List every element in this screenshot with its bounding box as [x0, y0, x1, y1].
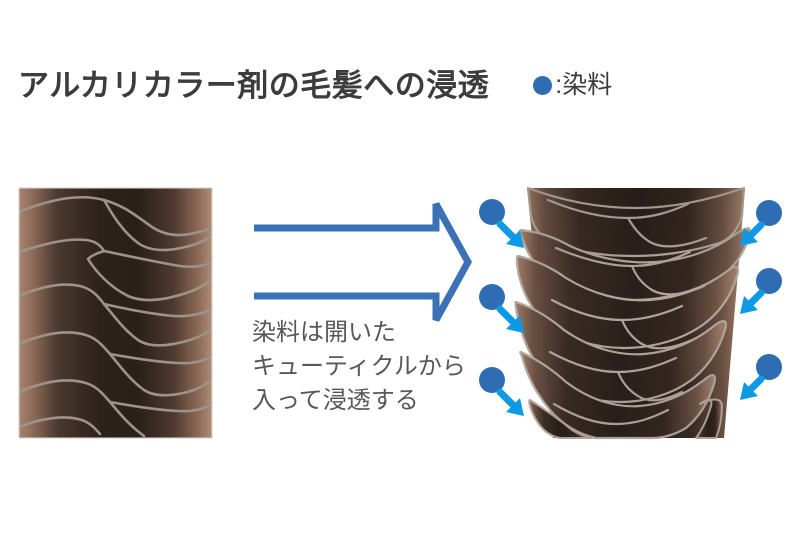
- closed-cuticle-hair-shaft: [18, 187, 213, 439]
- dye-particle: [740, 200, 782, 246]
- legend: :染料: [533, 73, 612, 98]
- cuticle-edge-lines: [19, 195, 212, 438]
- dye-particle-group-left: [479, 199, 524, 416]
- blue-dot-icon: [533, 76, 553, 95]
- dye-particle: [479, 199, 524, 248]
- dye-particle-group-right: [740, 200, 782, 400]
- header: アルカリカラー剤の毛髪への浸透 :染料: [18, 70, 612, 101]
- legend-label: :染料: [555, 71, 613, 99]
- dye-particle: [479, 367, 524, 416]
- transition-arrow: [254, 202, 472, 322]
- dye-particle: [479, 284, 524, 333]
- caption-line-1: 染料は開いた: [252, 319, 396, 346]
- caption: 染料は開いた キューティクルから 入って浸透する: [252, 316, 482, 418]
- caption-line-2: キューティクルから: [252, 353, 466, 381]
- page-title: アルカリカラー剤の毛髪への浸透: [18, 68, 490, 103]
- caption-line-3: 入って浸透する: [252, 387, 419, 415]
- open-cuticle-hair-shaft: [514, 186, 752, 440]
- dye-particle: [740, 268, 782, 314]
- dye-particle: [740, 354, 782, 400]
